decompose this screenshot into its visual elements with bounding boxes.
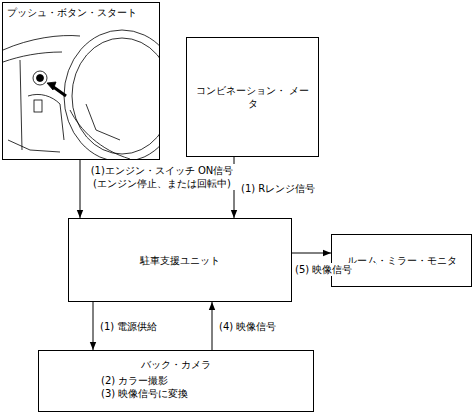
signal-arrow — [292, 253, 331, 254]
steering-column — [70, 110, 130, 159]
pointer-arrow-head — [47, 82, 56, 90]
dashboard-panel — [28, 94, 64, 140]
signal-label: (1) Rレンジ信号 — [240, 182, 332, 195]
box-title: バック・カメラ — [47, 358, 305, 371]
signal-label: (1) 電源供給 — [99, 320, 181, 333]
steering-spoke — [86, 104, 120, 140]
box-note: (3) 映像信号に変換 — [47, 387, 305, 400]
dashboard-line — [3, 36, 80, 50]
process-box: バック・カメラ (2) カラー撮影(3) 映像信号に変換 — [38, 350, 314, 412]
box-title: 駐車支援ユニット — [77, 254, 283, 267]
switch — [34, 100, 42, 112]
signal-label: (4) 映像信号 — [218, 320, 300, 333]
box-note: (2) カラー撮影 — [47, 374, 305, 387]
process-box: プッシュ・ボタン・スタート — [2, 2, 160, 160]
signal-arrow — [93, 302, 94, 350]
car-interior-illustration — [3, 30, 159, 159]
steering-wheel — [64, 30, 159, 159]
process-box: 駐車支援ユニット — [68, 218, 292, 302]
dashboard-panel — [20, 60, 22, 150]
push-button-center — [37, 75, 44, 82]
process-box: コンビネーション・ メータ — [186, 37, 319, 157]
signal-arrow — [80, 160, 81, 218]
push-button — [33, 71, 47, 85]
signal-label: (5) 映像信号 — [294, 263, 376, 276]
signal-arrow — [212, 302, 213, 350]
dashboard-line — [3, 52, 62, 62]
signal-label: (1)エンジン・スイッチ ON信号 (エンジン停止、または回転中) — [86, 164, 238, 190]
process-box: ルーム・ミラー・モニタ — [331, 234, 472, 287]
dashboard-panel — [8, 140, 60, 152]
steering-wheel-inner — [72, 38, 159, 154]
box-title: プッシュ・ボタン・スタート — [7, 6, 155, 19]
box-title: コンビネーション・ メータ — [195, 84, 310, 110]
